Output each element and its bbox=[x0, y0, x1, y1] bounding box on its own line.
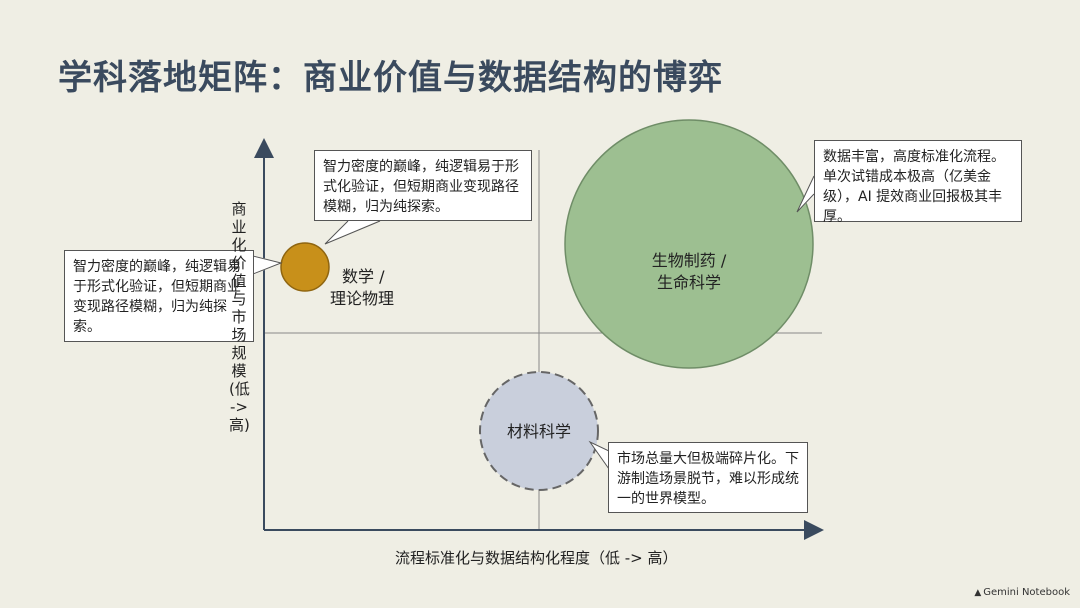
y-axis-label: 商业化价值与市场规模 (低 -> 高) bbox=[229, 200, 250, 434]
bubble-materials bbox=[479, 371, 599, 491]
callout-bio: 数据丰富，高度标准化流程。单次试错成本极高（亿美金级），AI 提效商业回报极其丰… bbox=[814, 140, 1022, 225]
callout-math-top-text: 智力密度的巅峰，纯逻辑易于形式化验证，但短期商业变现路径模糊，归为纯探索。 bbox=[323, 159, 519, 215]
bubble-label-math-line-2: 理论物理 bbox=[330, 289, 395, 308]
bubble-label-biotech-line-1: 生物制药 / bbox=[651, 251, 727, 270]
callout-materials-text: 市场总量大但极端碎片化。下游制造场景脱节，难以形成统一的世界模型。 bbox=[617, 451, 799, 507]
bubble-label-biotech-line-2: 生命科学 bbox=[656, 273, 721, 292]
callout-bio-text: 数据丰富，高度标准化流程。单次试错成本极高（亿美金级），AI 提效商业回报极其丰… bbox=[823, 149, 1005, 225]
bubble-biotech bbox=[564, 119, 814, 369]
brand-watermark: ▲Gemini Notebook bbox=[974, 587, 1070, 598]
callout-pointer-bio bbox=[796, 175, 815, 213]
callout-pointer-materials bbox=[588, 440, 610, 470]
gemini-logo-icon: ▲ bbox=[974, 588, 982, 598]
callout-math-left: 智力密度的巅峰，纯逻辑易于形式化验证，但短期商业变现路径模糊，归为纯探索。 bbox=[64, 250, 254, 342]
callout-math-left-text: 智力密度的巅峰，纯逻辑易于形式化验证，但短期商业变现路径模糊，归为纯探索。 bbox=[73, 259, 241, 335]
bubble-label-materials-line-1: 材料科学 bbox=[506, 422, 571, 441]
callout-materials: 市场总量大但极端碎片化。下游制造场景脱节，难以形成统一的世界模型。 bbox=[608, 442, 808, 513]
callout-pointer-math-left bbox=[252, 255, 283, 275]
page-title: 学科落地矩阵：商业价值与数据结构的博弈 bbox=[58, 58, 723, 98]
brand-text: Gemini Notebook bbox=[983, 587, 1070, 598]
callout-math-top: 智力密度的巅峰，纯逻辑易于形式化验证，但短期商业变现路径模糊，归为纯探索。 bbox=[314, 150, 532, 221]
x-axis-label: 流程标准化与数据结构化程度（低 -> 高） bbox=[395, 549, 678, 567]
bubble-math bbox=[280, 242, 330, 292]
bubble-label-math-line-1: 数学 / bbox=[342, 267, 385, 286]
bubble-label-math: 数学 / 理论物理 bbox=[330, 266, 394, 310]
callout-pointer-math-top bbox=[324, 220, 381, 245]
bubble-label-biotech: 生物制药 / 生命科学 bbox=[629, 250, 749, 294]
bubble-label-materials: 材料科学 bbox=[489, 421, 589, 443]
